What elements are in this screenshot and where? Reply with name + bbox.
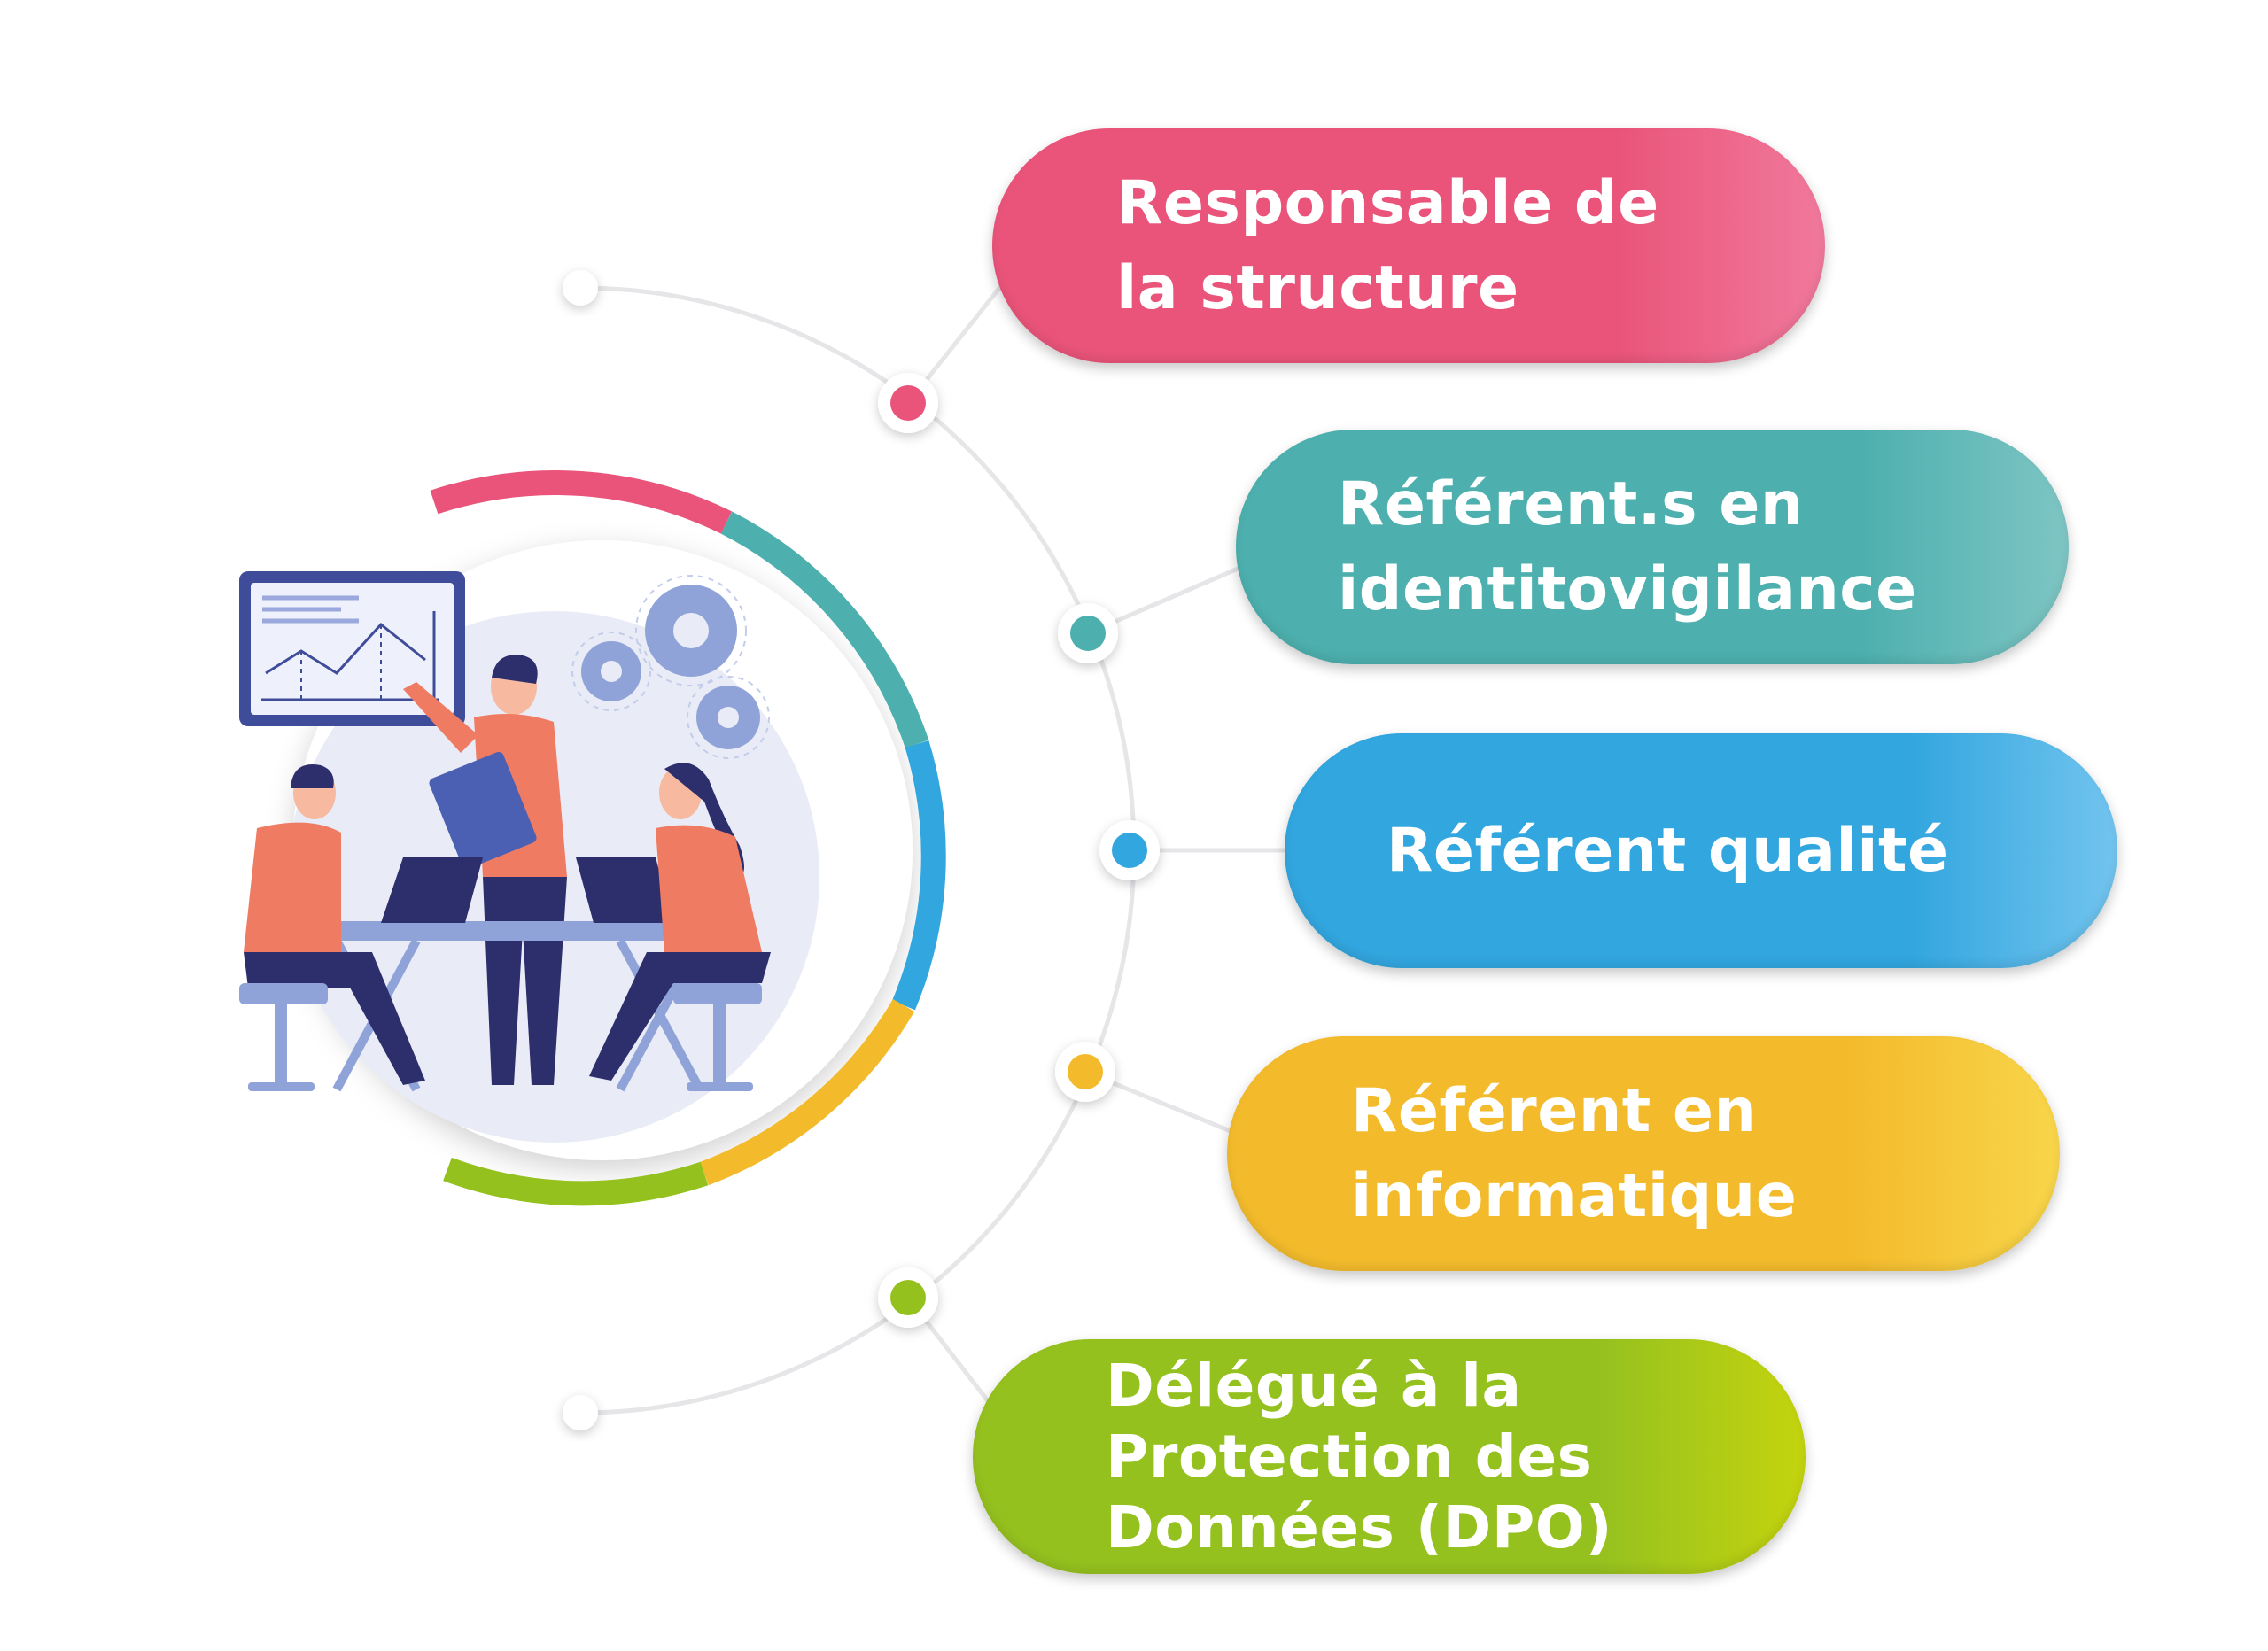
pill-line: Protection des (1106, 1422, 1593, 1491)
presentation-board-icon (239, 571, 465, 726)
team-illustration (239, 571, 771, 1092)
pill-line: Responsable de (1116, 167, 1659, 238)
node-referent-qualite (1099, 820, 1160, 880)
pill-line: la structure (1116, 252, 1519, 323)
arc-start-nub (563, 270, 598, 306)
pill-line: Référent.s en (1338, 469, 1804, 539)
pill-label-responsable: Responsable de la structure (1116, 161, 1659, 331)
rim-segment-pink (430, 470, 733, 534)
pill-referent-informatique: Référent en informatique (1227, 1036, 2060, 1271)
rim-segment-teal (720, 511, 929, 748)
pill-line: informatique (1351, 1160, 1798, 1231)
pill-line: Référent qualité (1386, 815, 1949, 886)
seated-person-left (239, 764, 425, 1091)
pill-referent-identitovigilance: Référent.s en identitovigilance (1236, 430, 2069, 664)
laptop-icon (381, 857, 673, 923)
clipboard-icon (429, 751, 537, 870)
arc-end-nub (563, 1395, 598, 1430)
pill-line: Délégué à la (1106, 1351, 1522, 1420)
node-referent-informatique (1055, 1042, 1115, 1102)
node-dpo (878, 1267, 938, 1328)
pill-line: identitovigilance (1338, 554, 1917, 624)
rim-segment-green (443, 1157, 709, 1206)
seated-person-right (589, 763, 771, 1091)
gear-icon (571, 575, 770, 759)
node-responsable (878, 373, 938, 433)
pill-label-referent-informatique: Référent en informatique (1351, 1069, 1797, 1239)
pill-line: Référent en (1351, 1075, 1758, 1146)
rim-segment-yellow (700, 998, 915, 1186)
pill-line: Données (DPO) (1106, 1492, 1612, 1562)
pill-dpo: Délégué à la Protection des Données (DPO… (973, 1339, 1806, 1574)
node-referent-identitovigilance (1058, 603, 1118, 663)
pill-label-dpo: Délégué à la Protection des Données (DPO… (1106, 1351, 1612, 1563)
rim-segment-blue (892, 740, 946, 1011)
pill-responsable: Responsable de la structure (992, 128, 1825, 363)
pill-referent-qualite: Référent qualité (1285, 733, 2117, 968)
pill-label-referent-qualite: Référent qualité (1386, 809, 1949, 894)
pill-label-referent-identitovigilance: Référent.s en identitovigilance (1338, 462, 1917, 632)
chart-line-icon (261, 611, 439, 701)
